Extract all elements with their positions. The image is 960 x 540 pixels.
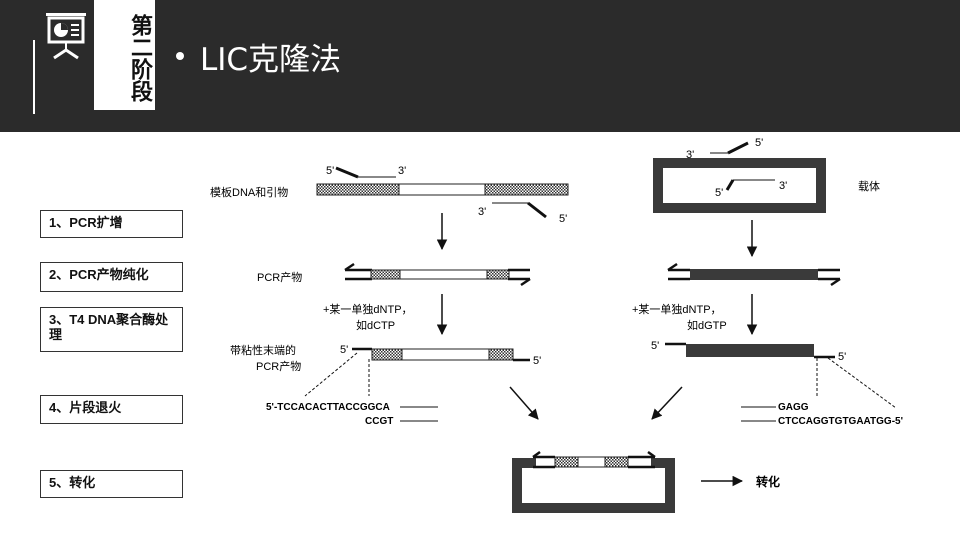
header-divider-line: [33, 40, 35, 114]
sticky-pcr-product: [352, 347, 530, 362]
step-box-1: 1、PCR扩增: [40, 210, 183, 238]
vector-sticky-5prime-right: 5': [838, 351, 846, 363]
header-bar: 第二阶段 LIC克隆法: [0, 0, 960, 132]
zoom-line-left-a: [304, 352, 358, 397]
vector-sticky-5prime-left: 5': [651, 340, 659, 352]
arrow-to-final-left: [509, 386, 539, 420]
page-title: LIC克隆法: [200, 42, 342, 78]
template-label: 模板DNA和引物: [210, 185, 288, 199]
reverse-primer-3prime: 3': [478, 206, 486, 218]
right-treat-line1: +某一单独dNTP，: [632, 303, 722, 316]
reverse-primer: [492, 201, 547, 219]
step-box-5: 5、转化: [40, 470, 183, 498]
vector-primer-5prime-top: 5': [755, 137, 763, 149]
left-treat-line1: +某一单独dNTP，: [323, 303, 413, 316]
vector-pcr-product: [667, 262, 841, 287]
vector-primer-5prime-inner: 5': [715, 187, 723, 199]
forward-primer-5prime: 5': [326, 165, 334, 177]
presentation-board-icon: [44, 10, 88, 62]
sticky-label-line2: PCR产物: [256, 359, 301, 373]
template-dna: [316, 183, 569, 196]
vector-primer-3prime-top: 3': [686, 149, 694, 161]
sticky-label-line1: 带粘性末端的: [230, 343, 296, 357]
left-treat-line2: 如dCTP: [356, 318, 395, 332]
vector-primer-3prime-inner: 3': [779, 180, 787, 192]
left-seq-bottom: CCGT: [365, 416, 393, 427]
forward-primer-3prime: 3': [398, 165, 406, 177]
step-box-3: 3、T4 DNA聚合酶处理: [40, 307, 183, 352]
sticky-5prime-left: 5': [340, 344, 348, 356]
vector-label: 载体: [858, 179, 880, 193]
vector-sticky-product: [665, 342, 835, 359]
stage-badge: 第二阶段: [94, 0, 155, 110]
right-seq-bottom: CTCCAGGTGTGAATGG-5': [778, 416, 903, 427]
sticky-5prime-right: 5': [533, 355, 541, 367]
step-box-2: 2、PCR产物纯化: [40, 262, 183, 292]
recombinant-plasmid: [512, 450, 675, 513]
right-seq-top: GAGG: [778, 402, 809, 413]
stage-label: 第二阶段: [127, 14, 153, 102]
transform-label: 转化: [756, 474, 780, 489]
reverse-primer-5prime: 5': [559, 213, 567, 225]
pcr-product-label: PCR产物: [257, 270, 302, 284]
vector-plasmid: [653, 141, 826, 213]
title-bullet: [176, 52, 184, 60]
arrow-to-final-right: [651, 386, 683, 420]
step-box-4: 4、片段退火: [40, 395, 183, 424]
right-treat-line2: 如dGTP: [687, 318, 727, 332]
left-seq-top: 5'-TCCACACTTACCGGCA: [266, 402, 390, 413]
pcr-product: [344, 262, 531, 287]
zoom-line-right-b: [827, 357, 897, 409]
forward-primer: [335, 166, 396, 179]
